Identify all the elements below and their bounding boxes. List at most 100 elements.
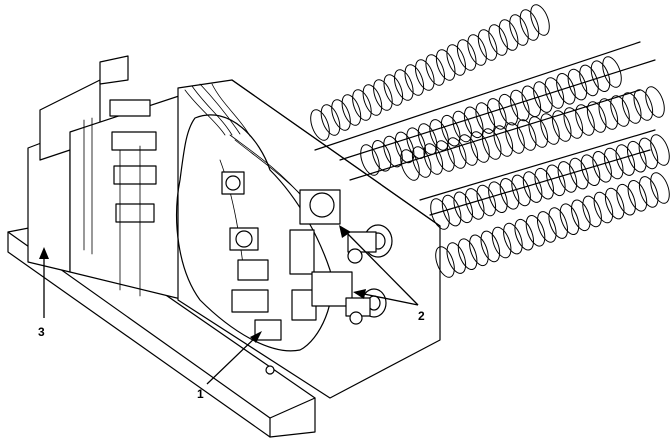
callout-2: 2 [339, 225, 425, 323]
coil-turn [530, 4, 550, 36]
element-support-rods [314, 41, 656, 216]
coil-turn [417, 123, 438, 155]
callout-label-2: 2 [418, 309, 425, 323]
coil-turn [352, 89, 372, 121]
coil-turn [456, 39, 477, 71]
coil-turn [394, 131, 415, 164]
coil-turn [546, 164, 566, 197]
coil-turn [383, 135, 403, 168]
coil-turn [593, 191, 614, 224]
coil-turn [627, 180, 648, 212]
heating-coil-row [310, 4, 550, 141]
coil-turn [475, 102, 495, 134]
coil-turn [435, 140, 455, 172]
coil-turn [476, 184, 497, 217]
heating-coil-row [360, 56, 622, 176]
coil-turn [464, 188, 485, 220]
coil-turn [557, 161, 578, 193]
coil-turn [463, 106, 484, 139]
callout-1: 1 [197, 331, 262, 401]
coil-turn [423, 143, 444, 175]
heating-coil-row [435, 172, 670, 278]
coil-turn [498, 93, 519, 126]
heating-coil-row [430, 134, 670, 230]
control-panel [176, 79, 441, 399]
coil-turn [467, 34, 487, 66]
coil-turn [559, 203, 580, 235]
coil-turn [488, 24, 508, 56]
coil-turn [394, 69, 414, 101]
coil-turn [525, 215, 546, 247]
coil-turn [569, 157, 589, 190]
coil-turn [503, 222, 523, 255]
coil-turn [406, 127, 426, 159]
coil-turn [441, 194, 462, 227]
coil-turn [362, 84, 383, 116]
control-bracket [27, 55, 186, 301]
coil-turn [582, 195, 602, 228]
callout-label-1: 1 [197, 387, 204, 401]
coil-turn [505, 122, 525, 154]
coil-turn [521, 85, 542, 118]
coil-turn [511, 174, 531, 207]
coil-turn [534, 167, 554, 200]
coil-turn [435, 246, 455, 278]
coil-turn [645, 86, 665, 118]
coil-turn [509, 14, 529, 46]
coil-turn [469, 234, 489, 267]
limit-switch-upper [299, 189, 393, 264]
coil-turn [457, 238, 478, 270]
coil-turn [537, 211, 557, 243]
coil-turn [616, 183, 636, 216]
coil-turn [430, 198, 450, 230]
coil-turn [341, 94, 362, 126]
coil-turn [425, 54, 445, 86]
coil-turn [615, 144, 636, 176]
coil-turn [544, 77, 565, 109]
coil-turn [458, 134, 479, 166]
coil-turn [514, 218, 534, 251]
coil-turn [404, 64, 425, 96]
coil-turn [610, 95, 630, 127]
coil-turn [650, 134, 670, 166]
coil-turn [411, 146, 432, 178]
coil-turn [621, 92, 642, 124]
coil-turn [580, 154, 601, 186]
coil-turn [310, 109, 330, 141]
coil-turn [499, 178, 520, 210]
coil-turn [533, 81, 553, 113]
coil-turn [522, 171, 543, 203]
coil-turn [453, 191, 473, 224]
limit-switch-lower [311, 271, 387, 325]
coil-turn [575, 104, 595, 136]
callout-label-3: 3 [38, 325, 45, 339]
coil-turn [493, 125, 514, 157]
coil-turn [650, 172, 670, 204]
coil-turn [477, 29, 498, 61]
coil-turn [540, 113, 560, 145]
coil-turn [638, 137, 659, 170]
coil-turn [519, 9, 540, 41]
coil-turn [563, 107, 584, 139]
coil-turn [603, 147, 624, 180]
coil-turn [633, 89, 654, 121]
heating-elements [310, 4, 670, 278]
coil-turn [487, 98, 507, 130]
coil-turn [331, 99, 351, 131]
coil-turn [400, 149, 420, 181]
coil-turn [446, 137, 467, 169]
coil-turn [528, 116, 549, 148]
coil-turn [604, 187, 625, 220]
coil-turn [360, 144, 380, 176]
coil-turn [383, 74, 404, 106]
coil-turn [627, 140, 647, 173]
coil-turn [516, 119, 537, 151]
coil-turn [371, 140, 392, 172]
coil-turn [320, 104, 341, 136]
coil-turn [586, 101, 607, 133]
limit-switches [299, 189, 393, 325]
coil-turn [602, 56, 622, 88]
coil-turn [373, 79, 393, 111]
coil-turn [470, 131, 490, 163]
